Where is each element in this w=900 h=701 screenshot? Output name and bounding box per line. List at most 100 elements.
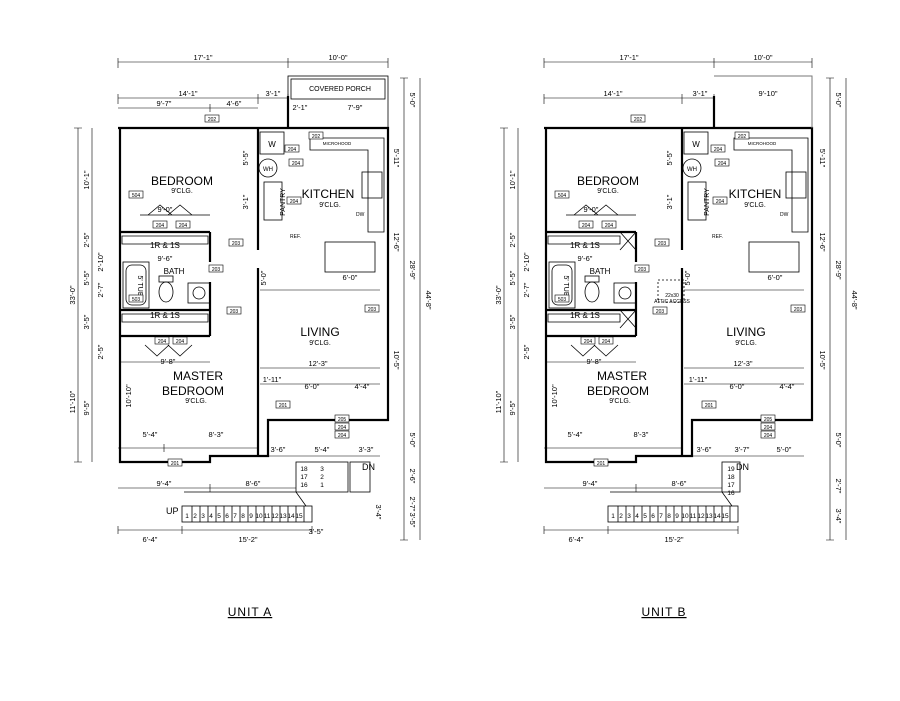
room-tag: 203 <box>230 309 239 315</box>
unit-a-master-clg: 9'CLG. <box>185 398 207 405</box>
unit-b-dimensions: 17'-1" 10'-0" 14'-1" 3'-1" 9'-10" 33'-0"… <box>494 53 859 544</box>
room-tag: 203 <box>658 241 667 247</box>
unit-b-master-clg: 9'CLG. <box>609 398 631 405</box>
stair-tread-number: 7 <box>659 513 663 520</box>
room-tag: 203 <box>212 267 221 273</box>
unit-a-dw-label: DW <box>356 212 365 218</box>
unit-b-left-dim: 2'-5" <box>522 344 531 359</box>
stair-tread-number: 14 <box>287 513 295 520</box>
room-tag: 504 <box>558 193 567 199</box>
unit-b-left-dim: 3'-5" <box>508 314 517 329</box>
room-tag: 203 <box>368 307 377 313</box>
unit-a-int-dim: 5'-0" <box>259 270 268 285</box>
tag-box <box>710 144 726 153</box>
tag-box <box>554 190 570 199</box>
unit-a-right-dim: 3'-5" <box>408 513 417 528</box>
landing-tread-number: 18 <box>300 466 308 473</box>
unit-b-bedroom-label: BEDROOM <box>577 174 639 188</box>
unit-a-top-dim: 17'-1" <box>193 53 212 62</box>
unit-b-left-dim: 10'-10" <box>550 384 559 408</box>
stair-tread-number: 2 <box>193 513 197 520</box>
unit-b-master2-label: BEDROOM <box>587 384 649 398</box>
unit-a-right-dim: 2'-6" <box>408 469 417 484</box>
unit-b-right-dim: 28'-9" <box>834 260 843 279</box>
stair-tread-number: 14 <box>713 513 721 520</box>
room-tag: 204 <box>338 425 347 431</box>
stair-tread-number: 10 <box>681 513 689 520</box>
stair-tread-number: 7 <box>233 513 237 520</box>
unit-a-left-dim: 33'-0" <box>68 285 77 304</box>
unit-a-left-dim: 2'-10" <box>96 252 105 271</box>
unit-b-left-dim: 5'-5" <box>665 150 674 165</box>
room-tag: 204 <box>176 339 185 345</box>
unit-b-int-dim: 12'-3" <box>733 359 752 368</box>
unit-a-int-dim: 6'-0" <box>305 382 320 391</box>
unit-b-bottom-dim: 9'-4" <box>583 479 598 488</box>
unit-a-right-dim: 5'-0" <box>408 433 417 448</box>
unit-a-ref-label: REF. <box>290 234 301 240</box>
unit-a-int-dim: 6'-0" <box>343 273 358 282</box>
unit-b-top-dim: 17'-1" <box>619 53 638 62</box>
tag-box <box>288 158 304 167</box>
unit-b-micro-label: MICROHOOD <box>748 141 777 146</box>
unit-a-top-dim: 9'-7" <box>157 99 172 108</box>
tag-box <box>634 264 650 273</box>
room-tag: 205 <box>338 417 347 423</box>
unit-a-int-dim: 5'-4" <box>315 445 330 454</box>
tag-box <box>593 458 609 467</box>
unit-a-bottom-dim: 3'-5" <box>309 527 324 536</box>
unit-b-ref-label: REF. <box>712 234 723 240</box>
tag-box <box>734 131 750 140</box>
unit-a-title: UNIT A <box>228 605 272 619</box>
room-tag: 503 <box>558 297 567 303</box>
stair-tread-number: 3 <box>201 513 205 520</box>
unit-b-int-dim: 4'-4" <box>780 382 795 391</box>
tag-box <box>654 238 670 247</box>
unit-b-right-dim: 3'-4" <box>834 509 843 524</box>
stair-tread-number: 9 <box>249 513 253 520</box>
landing-tread-number: 17 <box>727 482 735 489</box>
down-tread-number: 1 <box>320 482 324 489</box>
stair-tread-number: 4 <box>635 513 639 520</box>
unit-a-top-dim: 10'-0" <box>328 53 347 62</box>
unit-a-master2-label: BEDROOM <box>162 384 224 398</box>
room-tag: 204 <box>582 223 591 229</box>
unit-a-left-dim: 3'-5" <box>82 314 91 329</box>
unit-a-dn-label: DN <box>362 462 375 472</box>
unit-a-wh-label: WH <box>263 167 273 173</box>
tag-box <box>275 400 291 409</box>
tag-box <box>334 430 350 439</box>
unit-a-int-dim: 9'-6" <box>158 254 173 263</box>
tag-box <box>154 336 170 345</box>
unit-b-dw-label: DW <box>780 212 789 218</box>
unit-b-bottom-dim: 8'-6" <box>672 479 687 488</box>
tag-box <box>226 306 242 315</box>
stair-tread-number: 8 <box>667 513 671 520</box>
unit-a-w-label: W <box>268 140 276 149</box>
stair-tread-number: 5 <box>643 513 647 520</box>
unit-b-living-clg: 9'CLG. <box>735 340 757 347</box>
unit-b-int-dim: 9'-0" <box>584 205 599 214</box>
unit-a-right-dim: 10'-5" <box>392 350 401 369</box>
room-tag: 204 <box>584 339 593 345</box>
unit-b-int-dim: 5'-0" <box>777 445 792 454</box>
unit-a-int-dim: 1'-11" <box>263 375 282 384</box>
room-tag: 204 <box>158 339 167 345</box>
stair-tread-number: 9 <box>675 513 679 520</box>
unit-a-int-dim: 3'-6" <box>271 445 286 454</box>
unit-b-kitchen-clg: 9'CLG. <box>744 202 766 209</box>
unit-a-bath-label: BATH <box>164 267 185 276</box>
unit-b-dn-label: DN <box>736 462 749 472</box>
unit-a-closet1-label: 1R & 1S <box>150 241 180 250</box>
tag-box <box>204 114 220 123</box>
tag-box <box>598 336 614 345</box>
unit-b-bedroom-clg: 9'CLG. <box>597 188 619 195</box>
unit-a-bedroom-clg: 9'CLG. <box>171 188 193 195</box>
unit-a-bedroom-label: BEDROOM <box>151 174 213 188</box>
tag-box <box>601 220 617 229</box>
unit-a-porch-label: COVERED PORCH <box>309 86 371 93</box>
unit-a-left-dim: 2'-7" <box>96 282 105 297</box>
stair-tread-number: 15 <box>295 513 303 520</box>
unit-a-top-dim: 7'-9" <box>348 103 363 112</box>
